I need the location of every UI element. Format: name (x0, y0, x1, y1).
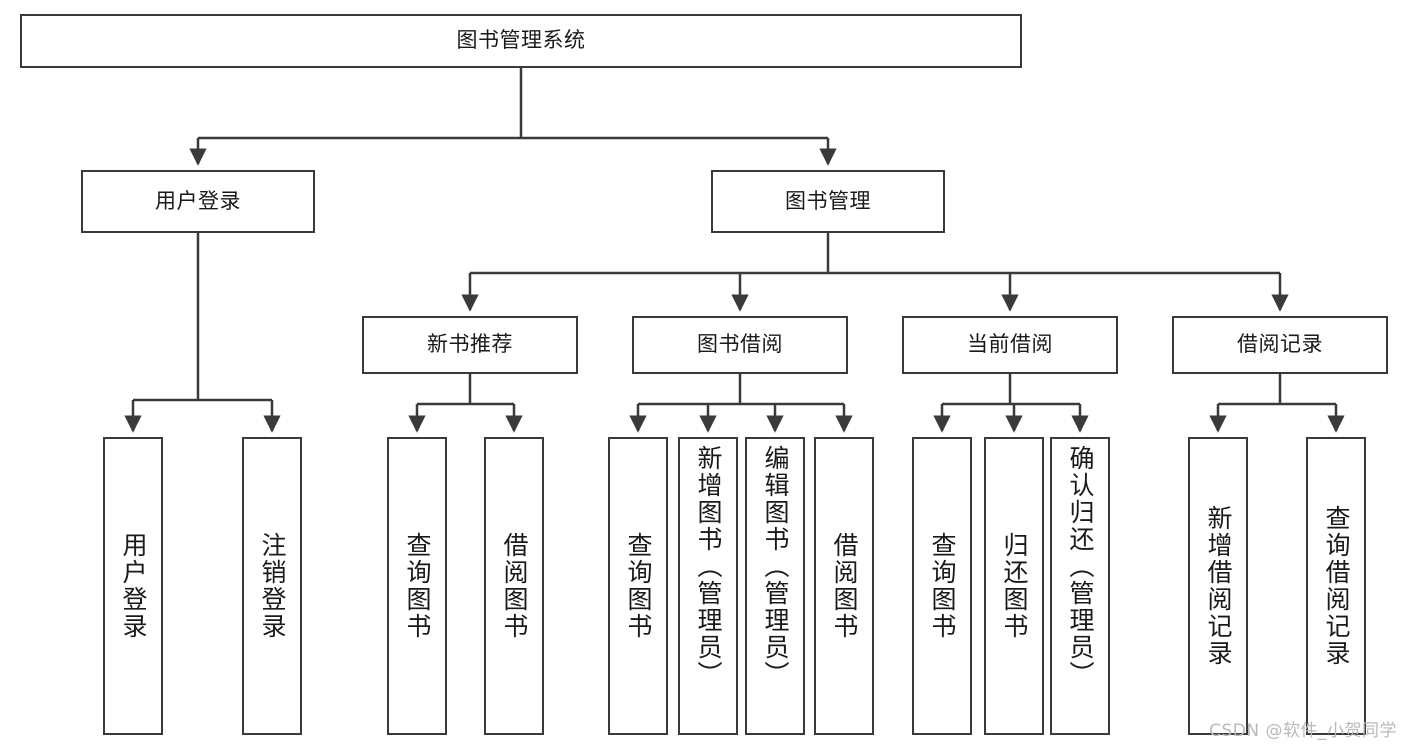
node-book-borrow[interactable]: 图书借阅 (632, 316, 848, 374)
node-leaf-query-record-label: 查询借阅记录 (1322, 505, 1351, 667)
node-root[interactable]: 图书管理系统 (20, 14, 1022, 68)
node-leaf-user-login[interactable]: 用户登录 (103, 437, 163, 735)
node-borrow-record-label: 借阅记录 (1237, 332, 1323, 357)
node-leaf-add-record[interactable]: 新增借阅记录 (1188, 437, 1248, 735)
node-leaf-borrow-book-2[interactable]: 借阅图书 (814, 437, 874, 735)
node-leaf-logout-label: 注销登录 (258, 532, 287, 640)
node-book-borrow-label: 图书借阅 (697, 332, 783, 357)
node-leaf-query-book-1-label: 查询图书 (403, 532, 432, 640)
node-leaf-query-book-2-label: 查询图书 (624, 532, 653, 640)
node-book-manage-label: 图书管理 (785, 188, 871, 213)
node-leaf-borrow-book-1-label: 借阅图书 (500, 532, 529, 640)
node-leaf-confirm-return-label: 确认归还（管理员） (1066, 445, 1095, 688)
node-leaf-borrow-book-1[interactable]: 借阅图书 (484, 437, 544, 735)
node-leaf-return-book-label: 归还图书 (1000, 532, 1029, 640)
node-user-login[interactable]: 用户登录 (81, 170, 315, 233)
node-current-borrow[interactable]: 当前借阅 (902, 316, 1118, 374)
node-leaf-query-record[interactable]: 查询借阅记录 (1306, 437, 1366, 735)
node-leaf-return-book[interactable]: 归还图书 (984, 437, 1044, 735)
csdn-watermark: CSDN @软件_小贺同学 (1209, 721, 1397, 741)
node-borrow-record[interactable]: 借阅记录 (1172, 316, 1388, 374)
node-leaf-query-book-2[interactable]: 查询图书 (608, 437, 668, 735)
node-leaf-query-book-3[interactable]: 查询图书 (912, 437, 972, 735)
node-leaf-borrow-book-2-label: 借阅图书 (830, 532, 859, 640)
node-user-login-label: 用户登录 (155, 188, 241, 213)
node-leaf-user-login-label: 用户登录 (119, 532, 148, 640)
node-root-label: 图书管理系统 (456, 28, 586, 53)
node-leaf-add-book[interactable]: 新增图书（管理员） (678, 437, 738, 735)
node-new-book-rec[interactable]: 新书推荐 (362, 316, 578, 374)
node-leaf-edit-book[interactable]: 编辑图书（管理员） (745, 437, 805, 735)
node-leaf-edit-book-label: 编辑图书（管理员） (761, 445, 790, 688)
node-leaf-query-book-3-label: 查询图书 (928, 532, 957, 640)
node-leaf-confirm-return[interactable]: 确认归还（管理员） (1050, 437, 1110, 735)
node-new-book-rec-label: 新书推荐 (427, 332, 513, 357)
node-leaf-add-record-label: 新增借阅记录 (1204, 505, 1233, 667)
node-leaf-add-book-label: 新增图书（管理员） (694, 445, 723, 688)
node-current-borrow-label: 当前借阅 (967, 332, 1053, 357)
node-leaf-query-book-1[interactable]: 查询图书 (387, 437, 447, 735)
node-book-manage[interactable]: 图书管理 (711, 170, 945, 233)
node-leaf-logout[interactable]: 注销登录 (242, 437, 302, 735)
